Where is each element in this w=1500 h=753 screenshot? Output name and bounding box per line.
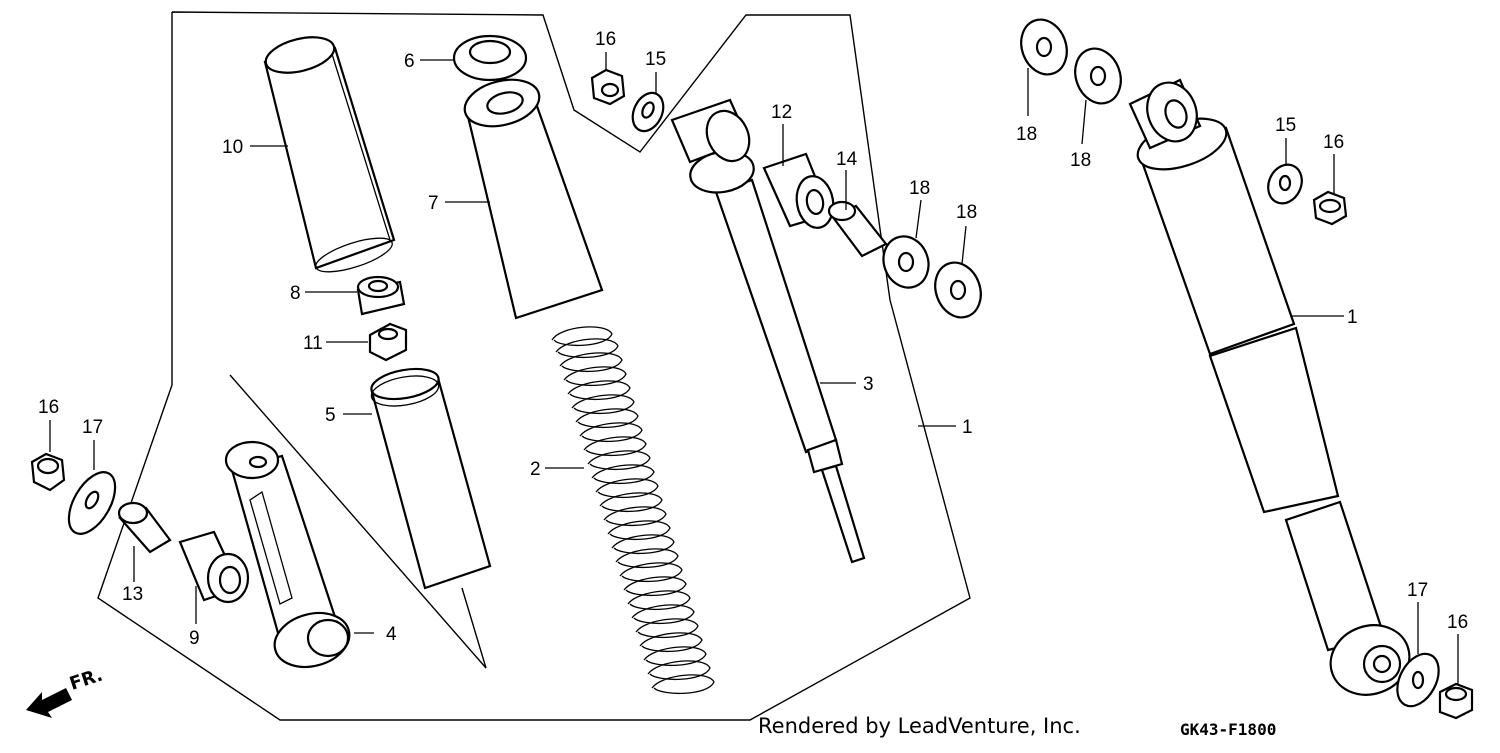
render-credit: Rendered by LeadVenture, Inc. (758, 714, 1081, 738)
part-11-nut[interactable] (368, 322, 408, 362)
callout-14: 14 (836, 149, 858, 170)
part-6-washer[interactable] (452, 34, 528, 82)
callout-6: 6 (404, 51, 415, 72)
callout-18-b: 18 (956, 202, 977, 223)
callout-17-right: 17 (1407, 580, 1428, 601)
part-1-shock-assembly[interactable] (1128, 76, 1419, 706)
part-5-lower-cover[interactable] (369, 364, 492, 590)
part-8-bushing[interactable] (356, 275, 406, 316)
part-15-washer-right[interactable] (1262, 159, 1308, 209)
callout-18-d: 18 (1070, 150, 1091, 171)
part-18-washer-d[interactable] (1068, 42, 1128, 110)
part-17-washer-left[interactable] (59, 465, 124, 542)
part-4-lower-mount[interactable] (224, 440, 355, 675)
callout-4: 4 (386, 624, 397, 645)
part-16-bolt-right-bottom[interactable] (1438, 682, 1474, 720)
part-16-nut-top[interactable] (590, 68, 626, 106)
callout-3: 3 (863, 374, 874, 395)
callout-2: 2 (530, 459, 541, 480)
front-direction-label: FR. (67, 664, 105, 694)
callout-7: 7 (428, 193, 439, 214)
callout-10: 10 (222, 137, 243, 158)
callout-18-c: 18 (1016, 124, 1037, 145)
part-17-washer-right[interactable] (1389, 647, 1447, 713)
part-9-bushing[interactable] (178, 530, 250, 604)
part-15-washer-top[interactable] (627, 88, 669, 136)
diagram-code: GK43-F1800 (1180, 720, 1277, 739)
assembly-outline (97, 11, 971, 721)
callout-15-top: 15 (645, 49, 666, 70)
part-18-washer-b[interactable] (928, 256, 988, 324)
callout-9: 9 (189, 628, 200, 649)
lower-bracket-lines (229, 374, 487, 669)
part-2-spring[interactable] (551, 326, 715, 695)
callout-8: 8 (290, 283, 301, 304)
callout-12: 12 (771, 102, 792, 123)
part-13-collar[interactable] (117, 501, 172, 554)
part-18-washer-c[interactable] (1014, 13, 1074, 81)
part-3-damper[interactable] (670, 98, 866, 564)
callout-1-middle: 1 (962, 417, 973, 438)
callout-labels: 10 6 7 8 11 5 2 4 9 13 16 17 16 15 12 14… (38, 29, 1468, 649)
callout-16-right-top: 16 (1323, 132, 1344, 153)
callout-1-right: 1 (1347, 307, 1358, 328)
part-18-washer-a[interactable] (876, 230, 935, 294)
part-10-protector-tube[interactable] (262, 31, 396, 279)
callout-16-left: 16 (38, 397, 59, 418)
callout-16-right-bottom: 16 (1447, 612, 1468, 633)
callout-15-right: 15 (1275, 115, 1296, 136)
callout-11: 11 (303, 333, 323, 354)
callout-17-left: 17 (82, 417, 103, 438)
part-7-upper-cover[interactable] (460, 72, 604, 320)
callout-5: 5 (325, 405, 336, 426)
callout-18-a: 18 (909, 178, 930, 199)
part-12-bushing[interactable] (762, 152, 837, 231)
callout-16-top: 16 (595, 29, 616, 50)
callout-13: 13 (122, 584, 143, 605)
part-16-nut-left[interactable] (30, 452, 66, 492)
part-14-collar[interactable] (827, 200, 888, 258)
leader-lines (49, 52, 1459, 684)
part-16-bolt-right-top[interactable] (1312, 190, 1348, 226)
front-direction-arrow-icon: FR. (26, 664, 105, 718)
